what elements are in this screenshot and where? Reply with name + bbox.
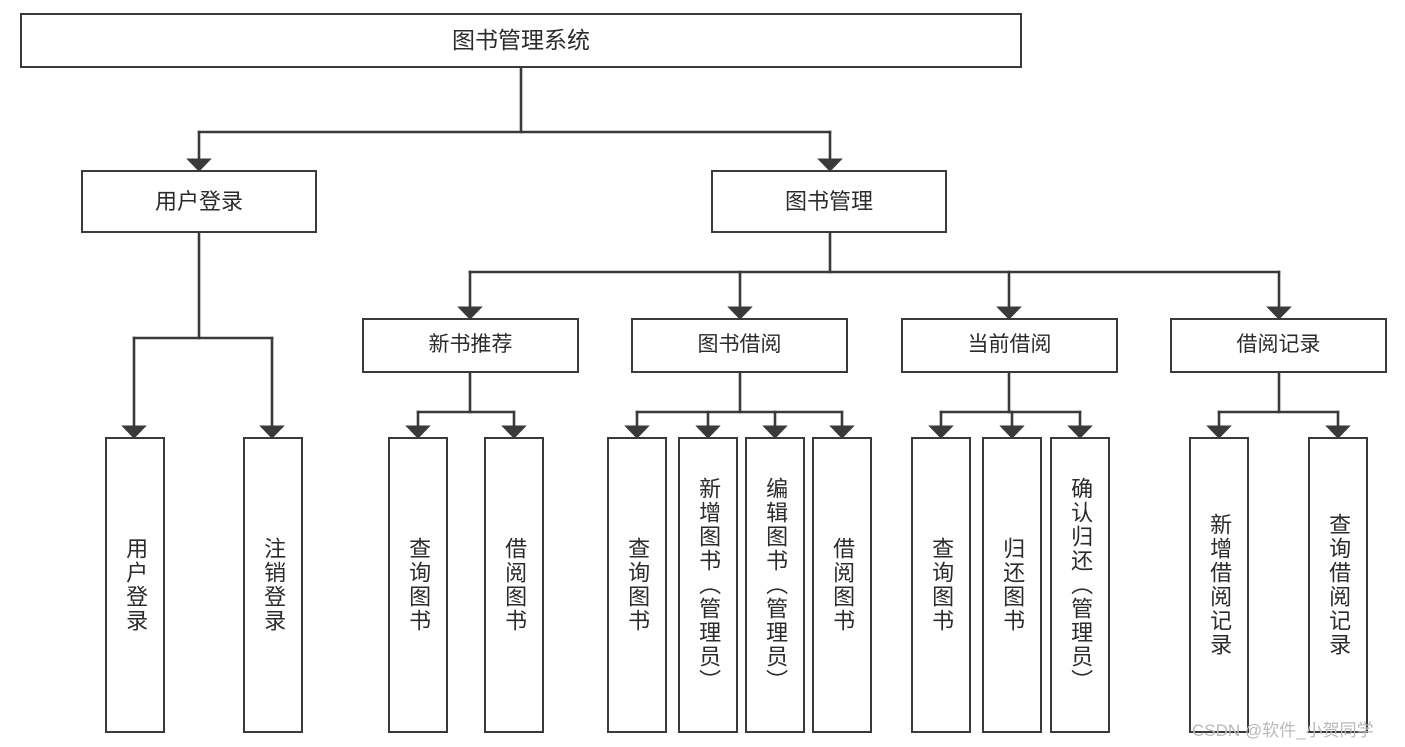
leaf-query-borrow-record-label: 查询借阅记录: [1326, 513, 1352, 657]
node-current-borrow-label: 当前借阅: [967, 333, 1052, 357]
leaf-borrow-book-newbook-label: 借阅图书: [502, 537, 528, 633]
node-book-management[interactable]: 图书管理: [711, 170, 947, 233]
leaf-logout-login[interactable]: 注销登录: [243, 437, 303, 733]
node-user-login[interactable]: 用户登录: [81, 170, 317, 233]
node-user-login-label: 用户登录: [154, 188, 243, 214]
node-book-borrow-label: 图书借阅: [697, 333, 782, 357]
leaf-logout-login-label: 注销登录: [261, 537, 287, 633]
node-book-management-label: 图书管理: [784, 188, 873, 214]
leaf-add-borrow-record[interactable]: 新增借阅记录: [1189, 437, 1249, 733]
node-borrow-records[interactable]: 借阅记录: [1170, 318, 1387, 373]
leaf-user-login[interactable]: 用户登录: [105, 437, 165, 733]
node-new-book-recommend-label: 新书推荐: [428, 333, 513, 357]
leaf-confirm-return-admin[interactable]: 确认归还（管理员）: [1050, 437, 1110, 733]
leaf-query-book-newbook[interactable]: 查询图书: [388, 437, 448, 733]
leaf-return-book[interactable]: 归还图书: [982, 437, 1042, 733]
node-current-borrow[interactable]: 当前借阅: [901, 318, 1118, 373]
node-root-system-label: 图书管理系统: [452, 26, 590, 53]
node-root-system[interactable]: 图书管理系统: [20, 13, 1022, 68]
node-book-borrow[interactable]: 图书借阅: [631, 318, 848, 373]
leaf-add-book-admin[interactable]: 新增图书（管理员）: [678, 437, 738, 733]
leaf-query-book-newbook-label: 查询图书: [406, 537, 432, 633]
leaf-query-book-borrow-label: 查询图书: [625, 537, 651, 633]
leaf-user-login-label: 用户登录: [123, 537, 149, 633]
leaf-add-book-admin-label: 新增图书（管理员）: [696, 477, 722, 693]
leaf-confirm-return-admin-label: 确认归还（管理员）: [1068, 477, 1094, 693]
leaf-query-book-current-label: 查询图书: [929, 537, 955, 633]
node-borrow-records-label: 借阅记录: [1236, 333, 1321, 357]
leaf-edit-book-admin-label: 编辑图书（管理员）: [763, 477, 789, 693]
leaf-borrow-book[interactable]: 借阅图书: [812, 437, 872, 733]
leaf-query-borrow-record[interactable]: 查询借阅记录: [1308, 437, 1368, 733]
leaf-borrow-book-newbook[interactable]: 借阅图书: [484, 437, 544, 733]
leaf-query-book-current[interactable]: 查询图书: [911, 437, 971, 733]
leaf-borrow-book-label: 借阅图书: [830, 537, 856, 633]
leaf-add-borrow-record-label: 新增借阅记录: [1207, 513, 1233, 657]
node-new-book-recommend[interactable]: 新书推荐: [362, 318, 579, 373]
leaf-query-book-borrow[interactable]: 查询图书: [607, 437, 667, 733]
leaf-edit-book-admin[interactable]: 编辑图书（管理员）: [745, 437, 805, 733]
leaf-return-book-label: 归还图书: [1000, 537, 1026, 633]
